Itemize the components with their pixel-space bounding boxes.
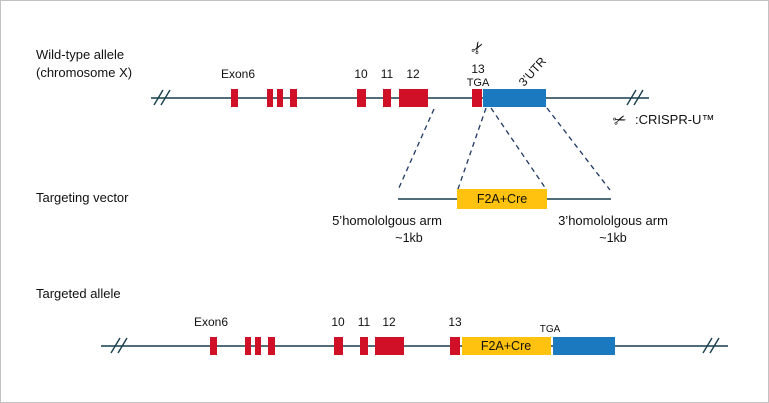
targeted-cassette-label: F2A+Cre: [481, 339, 531, 353]
targeted-right-break-icon: [702, 337, 720, 354]
exon12-label: 12: [406, 67, 420, 81]
break-slash: [117, 337, 128, 354]
break-slash: [153, 89, 164, 106]
targeted-exon11-label: 11: [358, 315, 371, 329]
wild-type-right-break-icon: [626, 89, 644, 106]
vector-cassette-label: F2A+Cre: [477, 192, 527, 206]
utr-box: [483, 89, 546, 107]
targeting-vector-row: Targeting vector F2A+Cre 5’homololgous a…: [36, 107, 668, 245]
targeted-exon11-box: [360, 337, 368, 355]
targeted-utr-box: [553, 337, 615, 355]
exon13-label: 13: [471, 62, 485, 76]
exon13-box: [472, 89, 482, 107]
exon6-label: Exon6: [221, 67, 255, 81]
exon10-box: [357, 89, 366, 107]
crispr-scissors-icon: ✂: [611, 111, 629, 132]
targeted-exon9-box: [268, 337, 275, 355]
exon12-box: [399, 89, 428, 107]
break-slash: [633, 89, 644, 106]
break-slash: [626, 89, 637, 106]
dashed-line-3prime-outer: [546, 107, 611, 191]
targeted-exon7-box: [245, 337, 251, 355]
exon7-box: [267, 89, 273, 107]
targeted-exon6-label: Exon6: [194, 315, 228, 329]
cut-site-scissors-icon: ✂: [468, 38, 489, 58]
dashed-line-5prime-outer: [397, 108, 435, 191]
targeted-exon10-label: 10: [331, 315, 345, 329]
targeting-vector-label: Targeting vector: [36, 190, 129, 205]
break-slash: [110, 337, 121, 354]
targeted-allele-row: Targeted allele Exon6 10 11 12 13 TGA F2…: [36, 286, 728, 355]
targeted-allele-label: Targeted allele: [36, 286, 121, 301]
targeted-exon12-label: 12: [382, 315, 396, 329]
arm5-size-label: ~1kb: [395, 231, 423, 245]
targeted-exon8-box: [255, 337, 261, 355]
targeted-cassette-box: [462, 337, 551, 355]
break-slash: [160, 89, 171, 106]
exon11-label: 11: [381, 67, 394, 81]
exon6-box: [231, 89, 238, 107]
dashed-line-5prime-inner: [457, 107, 487, 190]
dashed-line-3prime-inner: [490, 107, 547, 190]
wild-type-left-break-icon: [153, 89, 171, 106]
wild-type-label-line2: (chromosome X): [36, 65, 132, 80]
targeted-left-break-icon: [110, 337, 128, 354]
exon8-box: [277, 89, 283, 107]
targeted-exon12-box: [375, 337, 404, 355]
exon10-label: 10: [354, 67, 368, 81]
exon11-box: [383, 89, 391, 107]
targeted-exon13-box: [450, 337, 460, 355]
targeted-tga-label: TGA: [540, 324, 561, 335]
arm3-size-label: ~1kb: [599, 231, 627, 245]
targeted-exon6-box: [210, 337, 217, 355]
arm3-label: 3’homololgous arm: [558, 213, 668, 228]
tga-label: TGA: [467, 77, 490, 89]
wild-type-label-line1: Wild-type allele: [36, 47, 124, 62]
utr-label: 3’UTR: [516, 54, 549, 89]
crispr-label: :CRISPR-U™: [635, 112, 714, 127]
break-slash: [709, 337, 720, 354]
arm5-label: 5’homololgous arm: [332, 213, 442, 228]
exon9-box: [290, 89, 297, 107]
break-slash: [702, 337, 713, 354]
wild-type-row: Wild-type allele (chromosome X) Exon6 10…: [36, 38, 714, 131]
targeted-exon10-box: [334, 337, 343, 355]
targeted-exon13-label: 13: [448, 315, 462, 329]
vector-cassette-box: [457, 189, 547, 209]
